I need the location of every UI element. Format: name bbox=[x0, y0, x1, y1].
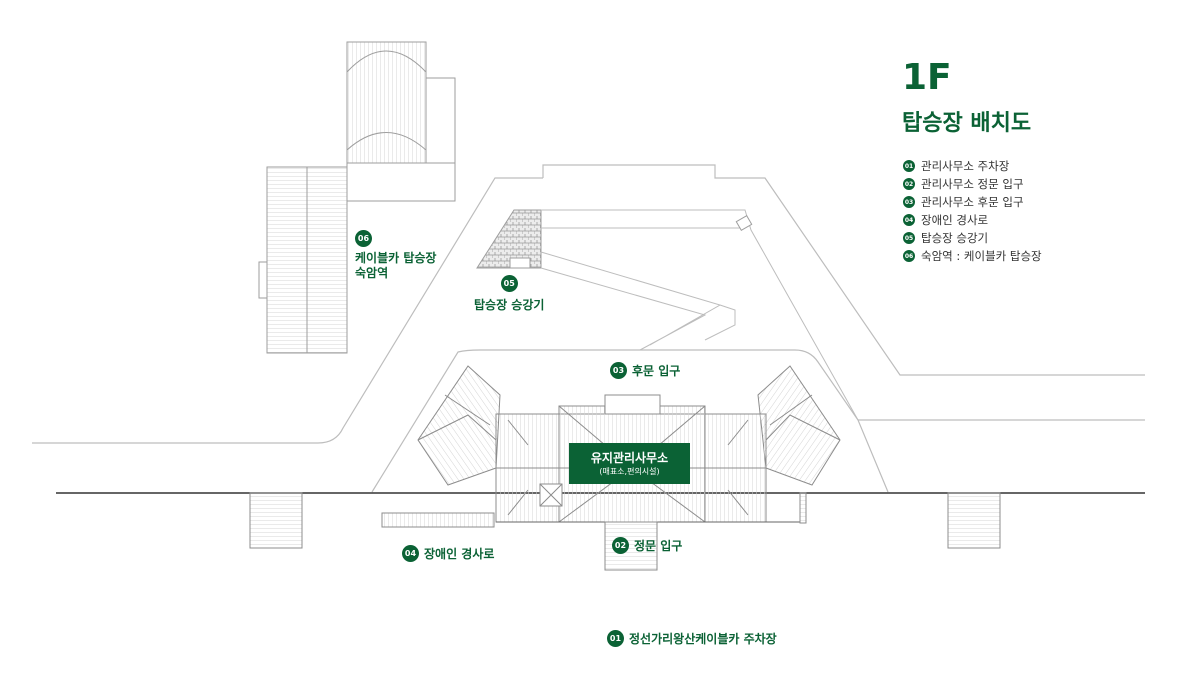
office-building bbox=[417, 365, 841, 524]
legend-item: 06 숙암역 : 케이블카 탑승장 bbox=[903, 247, 1042, 265]
rear-entrance-label-text: 후문 입구 bbox=[632, 364, 681, 378]
legend-text: 숙암역 : 케이블카 탑승장 bbox=[921, 249, 1042, 263]
legend-badge: 06 bbox=[903, 250, 915, 262]
legend-item: 02 관리사무소 정문 입구 bbox=[903, 175, 1042, 193]
rear-entrance-label: 03 후문 입구 bbox=[610, 362, 680, 379]
upper-plaza bbox=[542, 164, 1145, 376]
office-label-box: 유지관리사무소 (매표소,편의시설) bbox=[569, 443, 690, 484]
elevator-label-text: 탑승장 승강기 bbox=[474, 298, 545, 312]
legend-badge: 01 bbox=[903, 160, 915, 172]
office-name: 유지관리사무소 bbox=[590, 450, 669, 465]
road-left bbox=[32, 177, 543, 444]
badge-02: 02 bbox=[612, 537, 629, 554]
parking-label: 01 정선가리왕산케이블카 주차장 bbox=[607, 630, 777, 647]
legend-text: 관리사무소 주차장 bbox=[921, 159, 1010, 173]
station-building bbox=[258, 41, 456, 354]
legend-text: 관리사무소 후문 입구 bbox=[921, 195, 1024, 209]
legend-text: 관리사무소 정문 입구 bbox=[921, 177, 1024, 191]
ramp-label-text: 장애인 경사로 bbox=[424, 547, 495, 561]
legend-badge: 03 bbox=[903, 196, 915, 208]
office-detail: (매표소,편의시설) bbox=[599, 466, 660, 476]
station-label: 06 케이블카 탑승장 숙암역 bbox=[355, 230, 436, 281]
legend-badge: 05 bbox=[903, 232, 915, 244]
floor-title: 1F bbox=[902, 57, 952, 98]
elevator-structure bbox=[476, 209, 859, 421]
badge-04: 04 bbox=[402, 545, 419, 562]
front-entrance-label-text: 정문 입구 bbox=[634, 539, 683, 553]
legend-badge: 02 bbox=[903, 178, 915, 190]
ramps-and-stairs bbox=[249, 492, 1001, 571]
badge-05: 05 bbox=[500, 275, 518, 292]
badge-03: 03 bbox=[610, 362, 627, 379]
legend-item: 03 관리사무소 후문 입구 bbox=[903, 193, 1042, 211]
parking-label-text: 정선가리왕산케이블카 주차장 bbox=[629, 632, 777, 646]
legend-text: 탑승장 승강기 bbox=[921, 231, 989, 245]
elevator-label: 05 탑승장 승강기 bbox=[474, 275, 544, 313]
plan-title: 탑승장 배치도 bbox=[902, 111, 1032, 136]
station-label-line1: 케이블카 탑승장 bbox=[355, 251, 437, 265]
badge-01: 01 bbox=[607, 630, 624, 647]
ramp-label: 04 장애인 경사로 bbox=[402, 545, 494, 562]
front-entrance-label: 02 정문 입구 bbox=[612, 537, 682, 554]
legend-item: 04 장애인 경사로 bbox=[903, 211, 1042, 229]
legend-text: 장애인 경사로 bbox=[921, 213, 989, 227]
badge-06: 06 bbox=[355, 230, 372, 247]
legend-item: 05 탑승장 승강기 bbox=[903, 229, 1042, 247]
road-left-inner bbox=[371, 349, 889, 493]
legend-item: 01 관리사무소 주차장 bbox=[903, 157, 1042, 175]
legend-badge: 04 bbox=[903, 214, 915, 226]
station-label-line2: 숙암역 bbox=[355, 266, 389, 280]
